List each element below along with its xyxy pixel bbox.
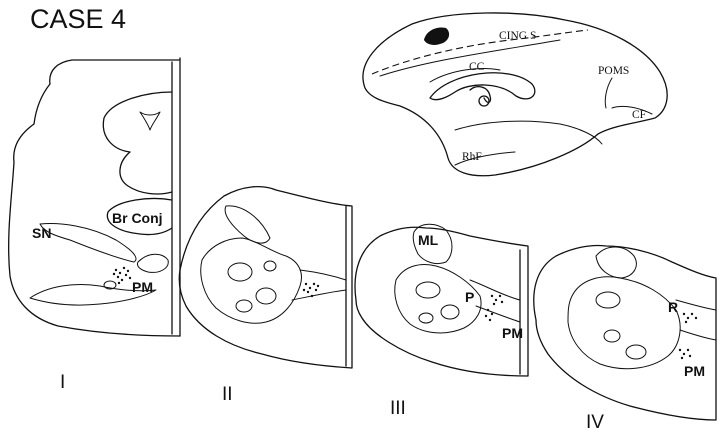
nucleus-shape (137, 253, 169, 273)
section-iv: R PM IV (533, 244, 717, 433)
section-ii-tract (291, 269, 347, 301)
aqueduct (139, 111, 161, 131)
section-iii: ML P PM III (354, 223, 529, 419)
label-pm-i: PM (132, 279, 153, 295)
label-cf: CF (632, 109, 646, 121)
cerebral-peduncle (29, 284, 157, 306)
label-cc: CC (469, 61, 485, 73)
label-rhf: RhF (462, 151, 482, 163)
section-numeral-iv: IV (586, 412, 604, 433)
section-iii-blob-3 (418, 312, 434, 324)
label-pm-iii: PM (502, 325, 523, 341)
rhinal-fissure (454, 151, 516, 166)
substantia-nigra (39, 223, 137, 263)
label-cing-s: CING S (499, 30, 536, 42)
injection-site (424, 27, 450, 45)
label-poms: POMS (598, 65, 629, 77)
labeled-cells-ii (302, 282, 320, 298)
section-i-outline (8, 59, 181, 337)
label-sn: SN (32, 225, 51, 241)
nucleus-oval (103, 280, 117, 290)
calcarine-fissure (611, 105, 653, 115)
section-iv-outline (533, 244, 717, 421)
corpus-callosum (429, 72, 536, 101)
section-ii-structure-a (224, 205, 271, 244)
label-br-conj: Br Conj (112, 210, 163, 226)
section-ii: II (178, 185, 353, 405)
figure-title: CASE 4 (30, 4, 126, 34)
section-ii-blob-4 (263, 260, 277, 272)
brachium-conjunctivum (106, 197, 173, 236)
section-iv-tract (675, 299, 717, 341)
section-iv-blob-2 (625, 344, 647, 360)
section-i: SN Br Conj PM I (8, 57, 181, 393)
label-r: R (668, 299, 678, 315)
temporal-contour (454, 120, 603, 145)
section-iv-structure-b (567, 276, 681, 370)
medial-lemniscus (412, 223, 453, 265)
section-iii-structure (394, 264, 482, 334)
label-p: P (465, 289, 474, 305)
cingulate-sulcus (371, 29, 589, 75)
brain-outline (362, 12, 668, 177)
section-iii-outline (354, 226, 529, 377)
section-iv-structure-a (595, 246, 637, 279)
labeled-cells-iv (678, 312, 698, 360)
label-pm-iv: PM (684, 363, 705, 379)
section-ii-blob-2 (255, 287, 277, 305)
label-ml: ML (418, 232, 439, 248)
medial-brain-view: CING S CC POMS CF RhF (362, 12, 668, 177)
section-iv-blob-3 (603, 329, 621, 343)
periaqueductal-region (102, 91, 173, 195)
section-ii-outline (178, 185, 353, 369)
section-numeral-iii: III (390, 398, 406, 419)
section-iii-tract (469, 279, 521, 323)
anterior-commissure (478, 95, 490, 107)
section-ii-blob-3 (235, 299, 253, 313)
parieto-occipital-sulcus (604, 77, 613, 109)
labeled-cells-i (112, 266, 132, 285)
fornix (469, 85, 492, 104)
callosal-sulcus (429, 68, 501, 83)
section-ii-structure-b (200, 237, 302, 324)
section-iv-blob-1 (595, 291, 621, 309)
section-numeral-i: I (60, 372, 65, 393)
section-iii-blob-2 (440, 304, 460, 320)
section-ii-blob-1 (227, 262, 253, 282)
section-numeral-ii: II (222, 384, 233, 405)
labeled-cells-iii (484, 294, 504, 322)
section-iii-blob-1 (415, 281, 441, 299)
medial-sulcus (379, 39, 561, 77)
